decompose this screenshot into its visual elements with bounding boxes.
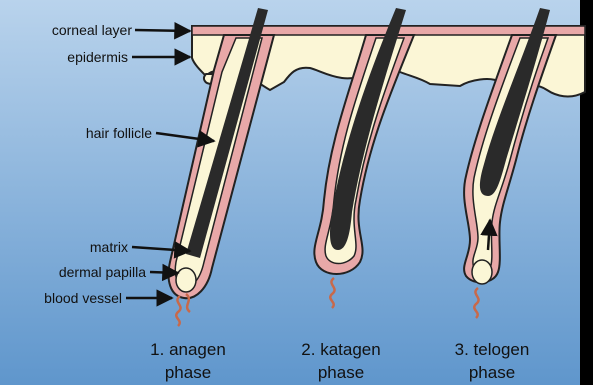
matrix-label: matrix bbox=[90, 239, 128, 255]
telogen-dermal-papilla bbox=[472, 260, 492, 284]
epidermis-label: epidermis bbox=[67, 49, 128, 65]
phase-1-subtitle: phase bbox=[165, 363, 211, 382]
phase-3-title: 3. telogen bbox=[455, 340, 530, 359]
corneal-layer-label: corneal layer bbox=[52, 22, 132, 38]
phase-1-title: 1. anagen bbox=[150, 340, 226, 359]
hair-follicle-label: hair follicle bbox=[86, 125, 152, 141]
blood-vessel-label: blood vessel bbox=[44, 290, 122, 306]
phase-3-subtitle: phase bbox=[469, 363, 515, 382]
phase-2-title: 2. katagen bbox=[301, 340, 380, 359]
phase-2-subtitle: phase bbox=[318, 363, 364, 382]
dermal-papilla-label: dermal papilla bbox=[59, 264, 146, 280]
corneal-layer-pointer bbox=[135, 30, 190, 31]
anagen-dermal-papilla bbox=[176, 268, 196, 292]
dermal-papilla-pointer bbox=[150, 272, 178, 273]
